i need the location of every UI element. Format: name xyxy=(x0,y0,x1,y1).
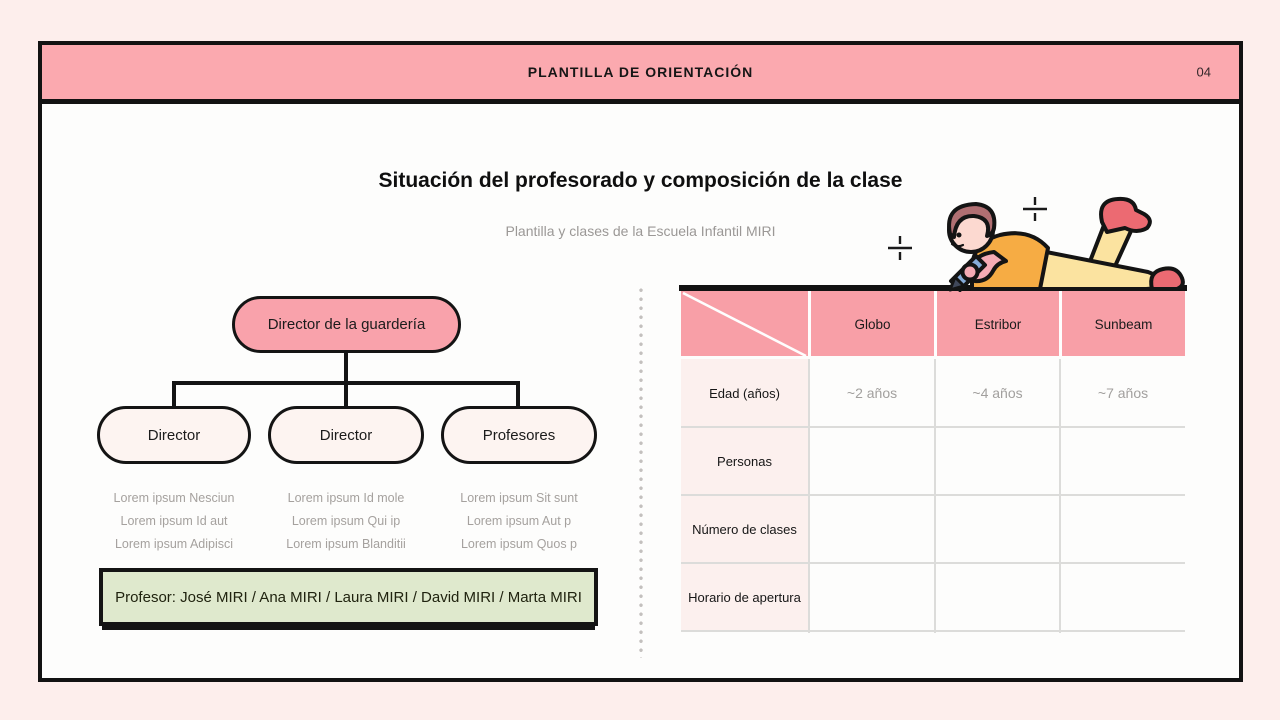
note-line: Lorem ipsum Sit sunt xyxy=(460,491,578,505)
column-header-label: Sunbeam xyxy=(1094,317,1153,332)
crosshair-icon xyxy=(888,236,912,260)
note-line: Lorem ipsum Quos p xyxy=(460,537,578,551)
orgchart-connector-drop-2 xyxy=(344,381,348,407)
orgchart-node-director-2: Director xyxy=(268,406,424,464)
table-row-label: Horario de apertura xyxy=(681,563,808,631)
page-subtitle: Plantilla y clases de la Escuela Infanti… xyxy=(505,223,776,239)
table-cell xyxy=(1061,495,1185,563)
note-line: Lorem ipsum Nesciun xyxy=(113,491,235,505)
table-gridline-h xyxy=(681,562,1185,564)
orgchart-node-director-1: Director xyxy=(97,406,251,464)
orgchart-connector-stem xyxy=(344,353,348,382)
cell-text: ~7 años xyxy=(1097,385,1149,401)
teachers-list-box: Profesor: José MIRI / Ana MIRI / Laura M… xyxy=(99,568,598,626)
note-line: Lorem ipsum Id mole xyxy=(287,491,405,505)
slide-header-title: PLANTILLA DE ORIENTACIÓN xyxy=(527,64,754,80)
page-title: Situación del profesorado y composición … xyxy=(378,169,903,192)
diagonal-line-icon xyxy=(682,291,807,358)
table-gridline-v xyxy=(934,359,936,633)
eye xyxy=(956,232,962,238)
orgchart-root-node: Director de la guardería xyxy=(232,296,461,353)
table-cell: ~2 años xyxy=(810,359,934,427)
table-cell xyxy=(1061,563,1185,631)
table-cell: ~7 años xyxy=(1061,359,1185,427)
shoe xyxy=(1149,266,1185,291)
orgchart-root-label: Director de la guardería xyxy=(267,316,426,333)
table-row-label: Número de clases xyxy=(681,495,808,563)
teachers-list-text: Profesor: José MIRI / Ana MIRI / Laura M… xyxy=(115,588,582,606)
table-gridline-h xyxy=(681,630,1185,632)
row-label-text: Horario de apertura xyxy=(688,589,801,605)
column-header-label: Estribor xyxy=(974,317,1022,332)
table-column-header: Estribor xyxy=(934,291,1059,358)
crosshair-icon xyxy=(1023,197,1047,221)
table-cell xyxy=(810,495,934,563)
row-label-text: Número de clases xyxy=(692,521,797,537)
note-line: Lorem ipsum Blanditii xyxy=(286,537,406,551)
child-writing-illustration xyxy=(947,196,1185,292)
note-line: Lorem ipsum Qui ip xyxy=(291,514,401,528)
table-gridline-h xyxy=(681,426,1185,428)
row-label-text: Personas xyxy=(717,453,772,469)
smile xyxy=(950,242,965,248)
orgchart-connector-drop-3 xyxy=(516,381,520,407)
table-row-label: Edad (años) xyxy=(681,359,808,427)
boot xyxy=(1099,196,1152,234)
orgchart-connector-drop-1 xyxy=(172,381,176,407)
table-column-header: Sunbeam xyxy=(1059,291,1185,358)
table-cell xyxy=(936,427,1059,495)
table-row-label: Personas xyxy=(681,427,808,495)
row-label-text: Edad (años) xyxy=(709,385,780,401)
dotted-divider xyxy=(639,288,643,658)
table-cell xyxy=(810,563,934,631)
cell-text: ~2 años xyxy=(846,385,898,401)
orgchart-node-label: Director xyxy=(319,426,373,444)
note-line: Lorem ipsum Adipisci xyxy=(114,537,234,551)
hand xyxy=(960,262,980,282)
table-cell xyxy=(1061,427,1185,495)
orgchart-notes-1: Lorem ipsum Nesciun Lorem ipsum Id aut L… xyxy=(84,487,264,556)
cell-text: ~4 años xyxy=(972,385,1023,401)
table-cell xyxy=(936,563,1059,631)
page-number: 04 xyxy=(1196,64,1211,80)
hair xyxy=(947,202,997,239)
table-gridline-v xyxy=(808,359,810,633)
table-cell xyxy=(936,495,1059,563)
table-gridline-h xyxy=(681,494,1185,496)
orgchart-node-profesores: Profesores xyxy=(441,406,597,464)
table-top-border xyxy=(679,285,1187,291)
slide-header-bar: PLANTILLA DE ORIENTACIÓN 04 xyxy=(42,45,1239,104)
table-header-separator xyxy=(679,356,1187,359)
table-cell xyxy=(810,427,934,495)
column-header-label: Globo xyxy=(854,317,891,332)
note-line: Lorem ipsum Id aut xyxy=(120,514,228,528)
table-column-header: Globo xyxy=(808,291,934,358)
orgchart-node-label: Profesores xyxy=(482,426,556,444)
note-line: Lorem ipsum Aut p xyxy=(466,514,572,528)
table-cell: ~4 años xyxy=(936,359,1059,427)
table-gridline-v xyxy=(1059,359,1061,633)
orgchart-node-label: Director xyxy=(147,426,201,444)
pencil-tip xyxy=(948,275,966,292)
orgchart-notes-2: Lorem ipsum Id mole Lorem ipsum Qui ip L… xyxy=(256,487,436,556)
table-corner-cell xyxy=(681,291,808,358)
orgchart-notes-3: Lorem ipsum Sit sunt Lorem ipsum Aut p L… xyxy=(429,487,609,556)
